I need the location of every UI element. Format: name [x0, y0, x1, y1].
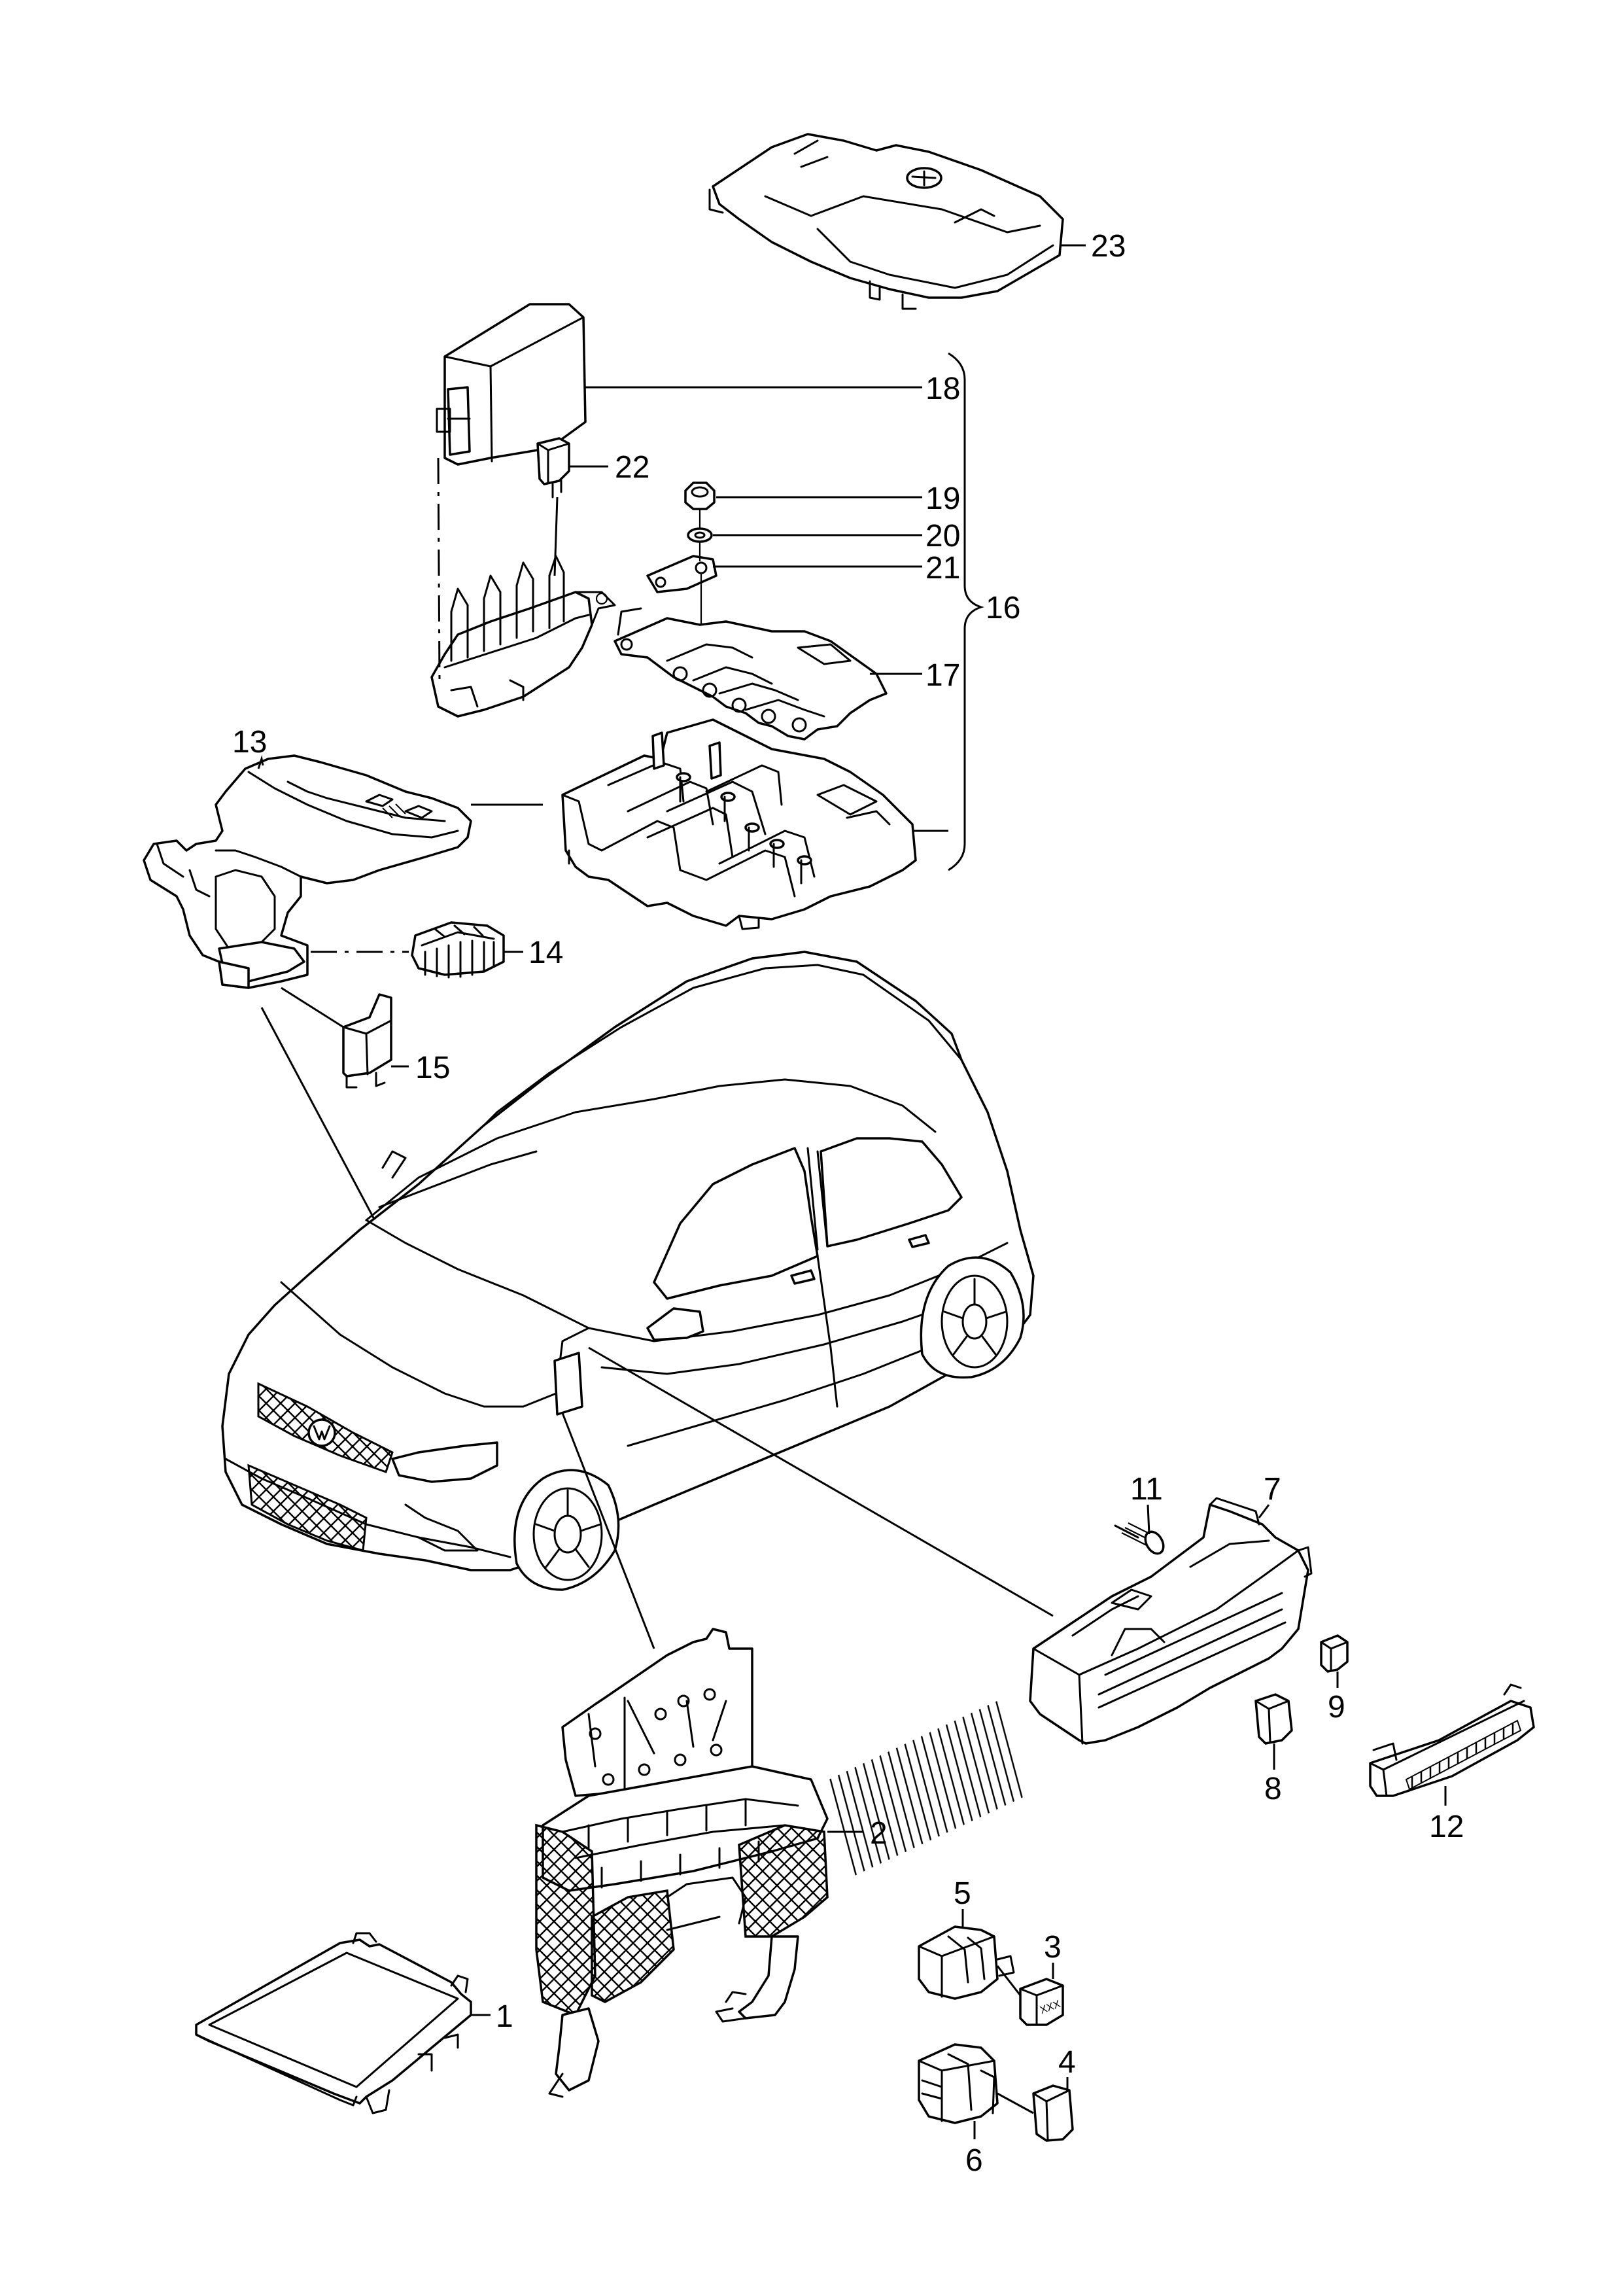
callout-13: 13 — [232, 725, 267, 760]
callout-7: 7 — [1264, 1472, 1281, 1507]
callout-3: 3 — [1044, 1930, 1062, 1965]
fuse-carrier-base — [561, 718, 917, 930]
callout-2: 2 — [870, 1816, 888, 1851]
callout-5: 5 — [954, 1876, 971, 1911]
part-21-terminal — [646, 555, 717, 593]
callout-22: 22 — [615, 450, 649, 485]
part-8-fuse — [1254, 1693, 1293, 1745]
callout-1: 1 — [496, 1999, 513, 2034]
part-7-fuse-holder-ebox — [828, 1497, 1313, 1876]
leader-car-to-2 — [561, 1412, 655, 1649]
part-15-relay — [342, 993, 392, 1089]
part-17-bus-bar — [613, 607, 888, 741]
part-12-fuse-strip — [1369, 1683, 1535, 1797]
part-9-fuse — [1320, 1634, 1349, 1673]
part-6-relay-carrier — [918, 2043, 999, 2124]
alignment-line — [553, 497, 559, 576]
alignment-line — [437, 457, 441, 681]
callout-11: 11 — [1130, 1472, 1163, 1507]
part-1-control-unit — [195, 1932, 472, 2114]
callout-17: 17 — [925, 658, 960, 693]
part-5-relay-socket — [918, 1925, 1015, 2000]
part-13-ebox-bracket — [143, 754, 472, 989]
callout-18: 18 — [925, 372, 960, 406]
leader-car-to-7 — [588, 1346, 1054, 1617]
callout-20: 20 — [925, 519, 960, 553]
callout-8: 8 — [1264, 1772, 1282, 1806]
callout-9: 9 — [1328, 1690, 1345, 1725]
fuse-holder — [430, 555, 616, 718]
bracket-16 — [948, 352, 984, 871]
part-20-washer — [687, 527, 713, 543]
leader-14-to-15 — [281, 987, 344, 1028]
callout-19: 19 — [925, 482, 960, 516]
car-illustration — [221, 951, 1035, 1591]
callout-16: 16 — [986, 591, 1020, 625]
callout-4: 4 — [1058, 2045, 1076, 2080]
part-14-relay-carrier — [411, 921, 505, 979]
callout-14: 14 — [528, 936, 563, 970]
callout-23: 23 — [1091, 229, 1126, 264]
part-3-relay: XXX — [1019, 1978, 1064, 2026]
callout-12: 12 — [1429, 1810, 1464, 1844]
stud-line — [699, 509, 702, 628]
part-2-relay-plate-bracket — [535, 1628, 829, 2098]
callout-numbers: 23 18 22 19 20 21 16 17 13 14 15 11 7 9 … — [232, 229, 1464, 2178]
part-22-fuse — [536, 437, 570, 499]
callout-6: 6 — [965, 2143, 983, 2178]
callout-21: 21 — [925, 551, 960, 586]
callout-leaders — [257, 244, 1447, 2139]
part-23-fuse-box-cover — [708, 133, 1064, 310]
leader-5-to-3 — [996, 1965, 1022, 1996]
callout-15: 15 — [415, 1051, 450, 1085]
leader-6-to-4 — [997, 2092, 1034, 2114]
part-11-screw — [1114, 1522, 1165, 1555]
part-4-fuse — [1032, 2084, 1074, 2142]
part-19-nut — [684, 482, 716, 510]
part-18-cover-cap — [436, 303, 587, 466]
